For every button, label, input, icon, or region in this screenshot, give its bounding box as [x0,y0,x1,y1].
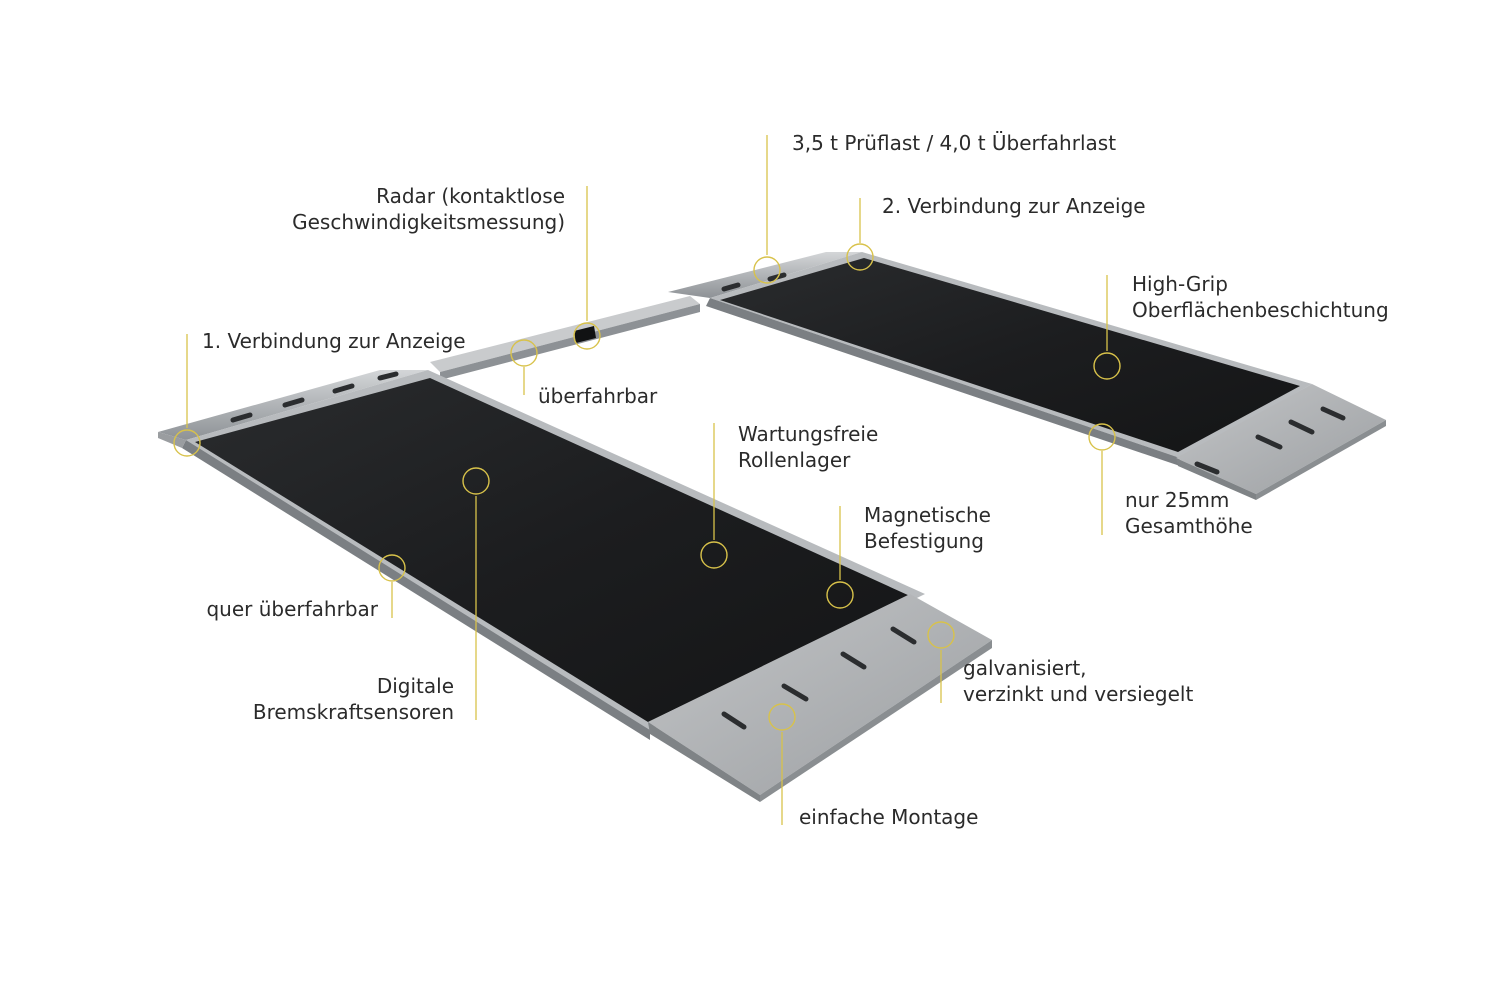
label-einfache-montage: einfache Montage [799,805,979,829]
marker-circle-highgrip [1093,352,1121,380]
slot-5 [781,683,809,702]
radar-sensor [574,326,596,343]
right-plate [668,252,1312,466]
label-magnetische: Magnetische Befestigung [864,503,991,553]
label-ueberfahrbar: überfahrbar [538,384,658,408]
label-digitale: Digitale Bremskraftsensoren [252,674,454,724]
slot-4 [721,711,747,730]
marker-circle-verbindung1 [173,429,201,457]
slot-3 [377,371,399,381]
ramp-slots [230,272,1346,730]
marker-circle-radar [573,322,601,350]
marker-circle-nur25 [1088,423,1116,451]
marker-circle-ueberfahrbar [510,339,538,367]
label-high-grip: High-Grip Oberflächenbeschichtung [1132,272,1389,322]
marker-circle-montage [768,703,796,731]
slot-10 [1288,419,1315,435]
slot-9 [1255,434,1283,450]
marker-circle-galvan [927,621,955,649]
label-wartungsfreie: Wartungsfreie Rollenlager [738,422,879,472]
slot-7 [890,626,917,645]
label-radar: Radar (kontaktlose Geschwindigkeitsmessu… [292,184,565,234]
slot-6 [840,651,867,670]
marker-circle-magnet [826,581,854,609]
slot-13 [767,272,787,282]
left-ramp [648,594,992,802]
slot-12 [721,282,741,292]
callout-leaders [173,135,1121,825]
slot-1 [282,397,305,408]
label-galvanisiert: galvanisiert, verzinkt und versiegelt [963,656,1194,706]
label-quer-ueberfahrbar: quer überfahrbar [206,597,378,621]
marker-circle-quer [378,554,406,582]
slot-0 [230,412,253,423]
slot-8 [1194,461,1220,475]
marker-circle-wartung [700,541,728,569]
slot-2 [332,383,355,394]
marker-circle-digitale [462,467,490,495]
label-verbindung-2: 2. Verbindung zur Anzeige [882,194,1146,218]
slot-11 [1320,406,1346,421]
label-pruflast: 3,5 t Prüflast / 4,0 t Überfahrlast [792,131,1117,155]
marker-circle-verbindung2 [846,243,874,271]
marker-circle-pruflast [753,256,781,284]
connecting-bar [430,296,700,380]
label-verbindung-1: 1. Verbindung zur Anzeige [202,329,466,353]
left-plate [158,370,925,740]
label-nur-25mm: nur 25mm Gesamthöhe [1125,488,1253,538]
